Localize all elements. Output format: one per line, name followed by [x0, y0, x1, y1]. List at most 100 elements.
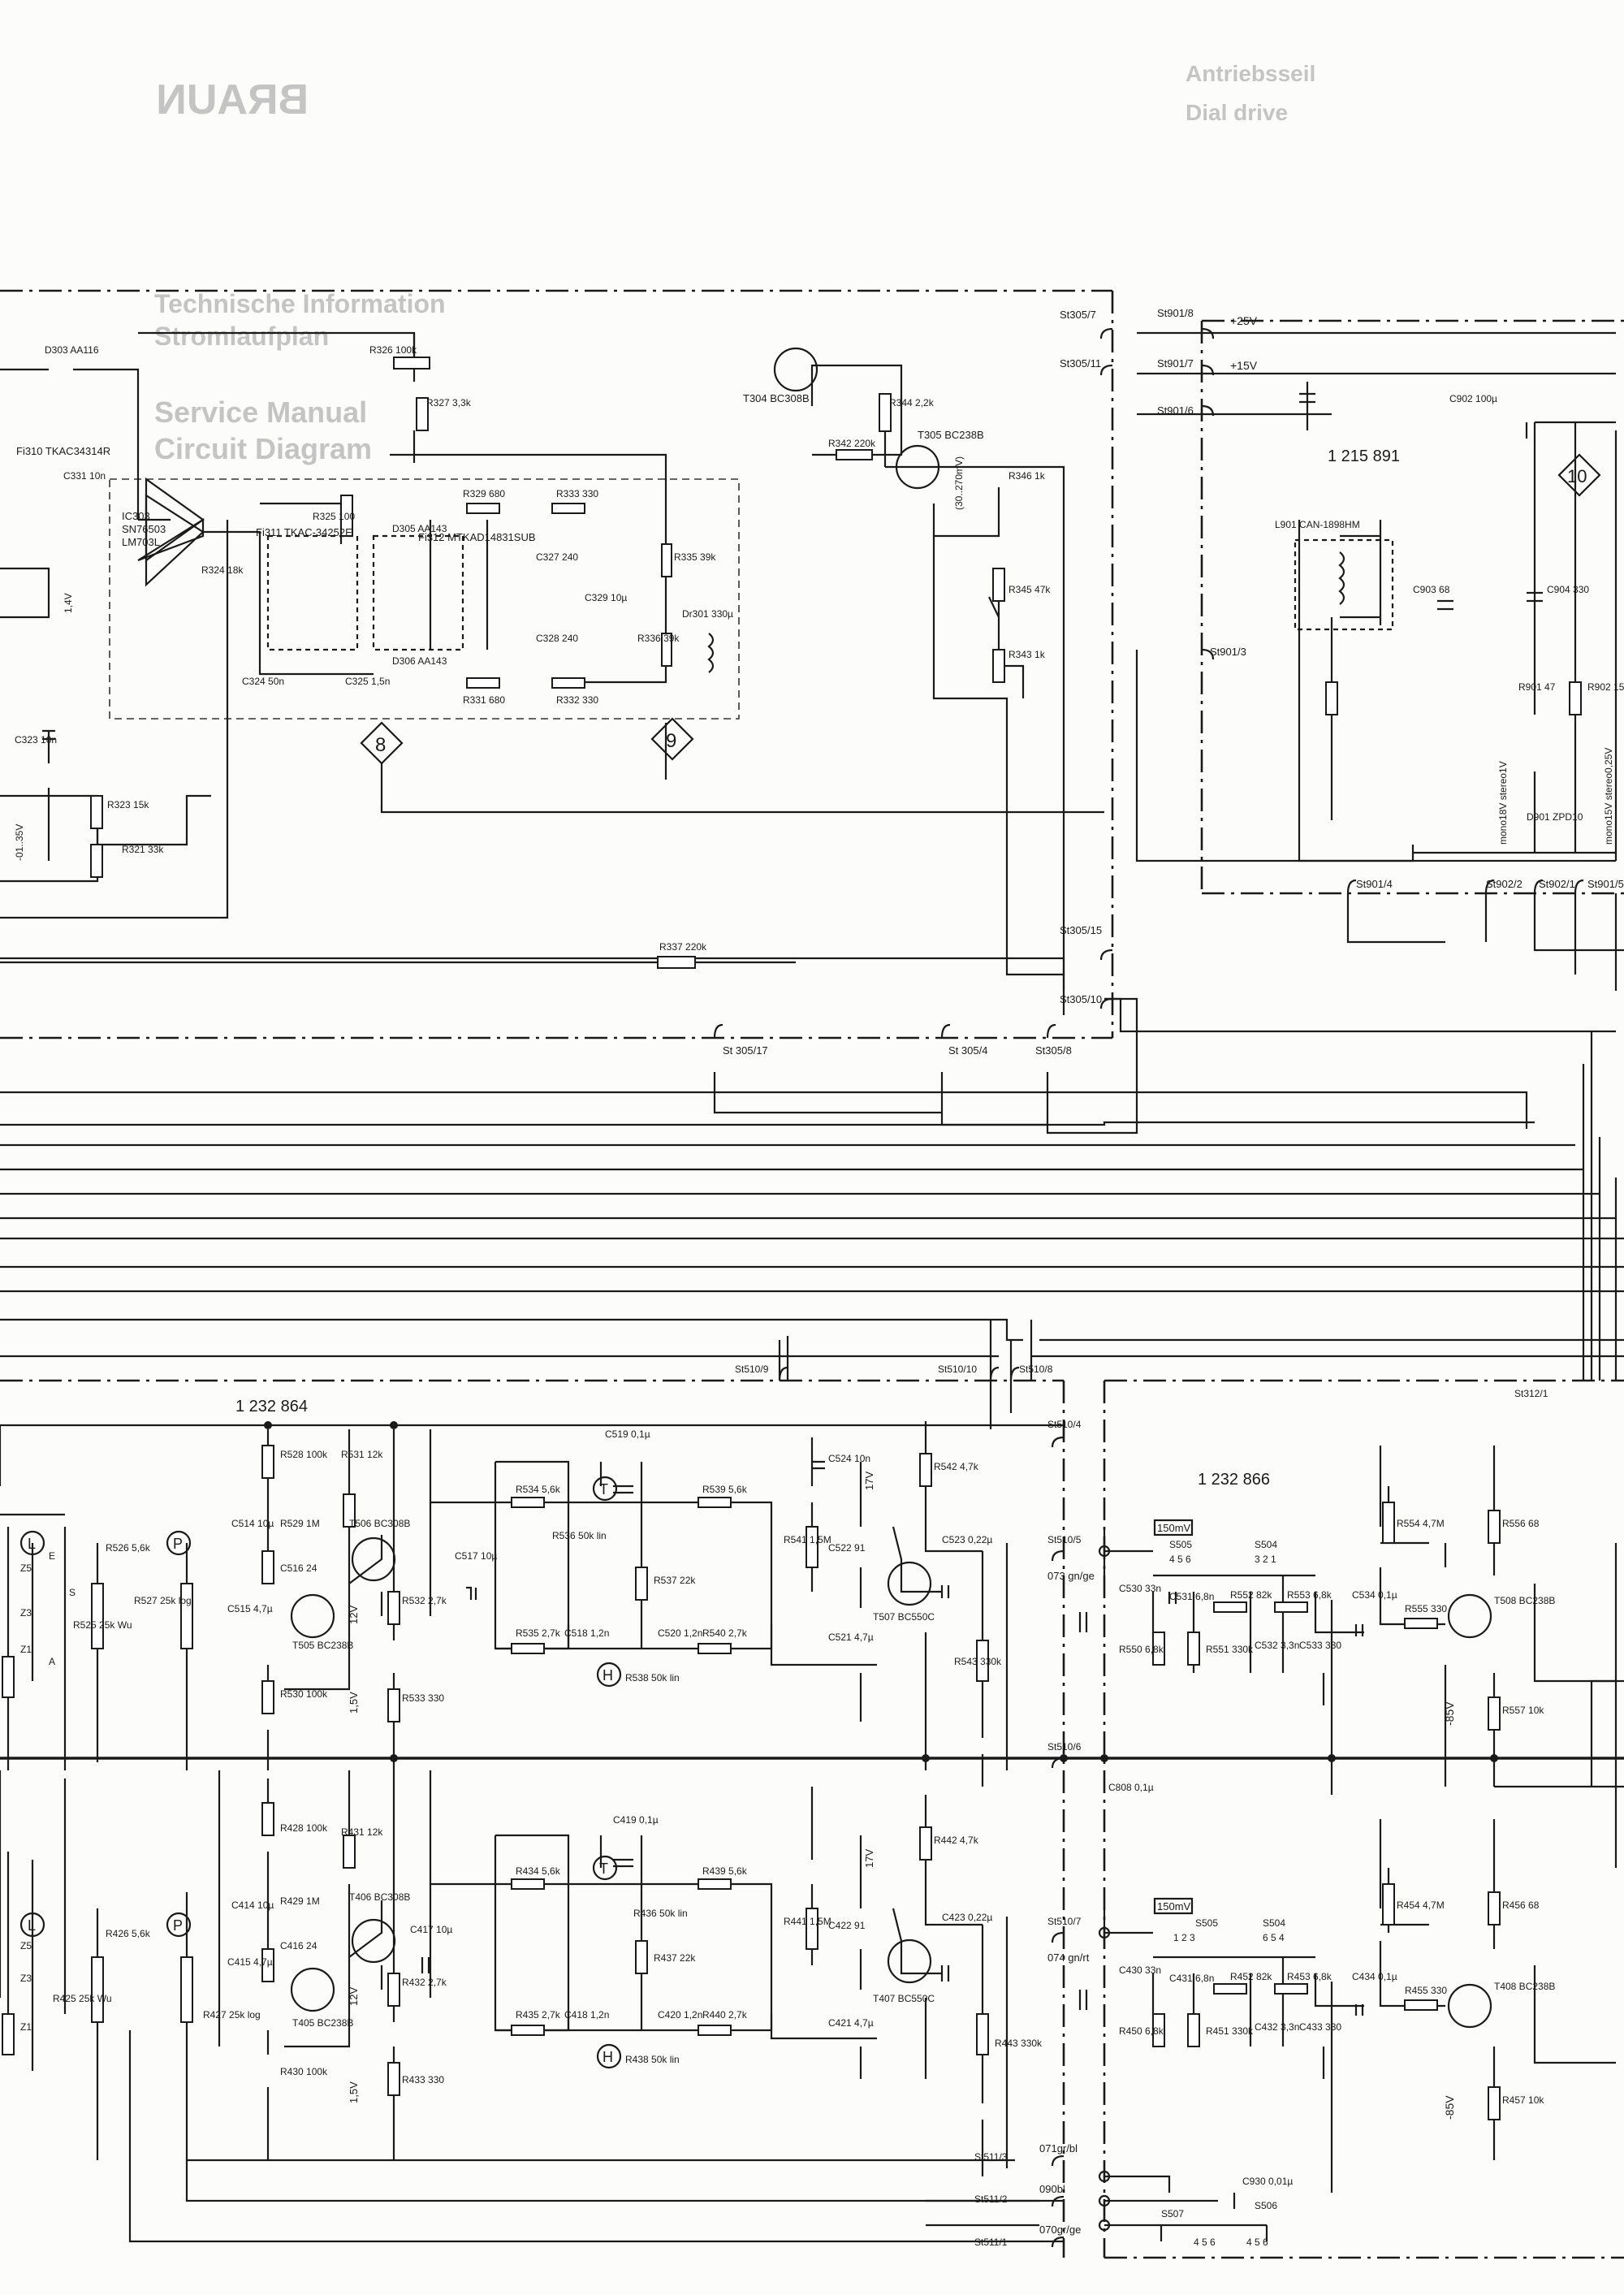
svg-text:C323 10n: C323 10n — [15, 734, 57, 746]
conn-st901-4: St901/4 — [1356, 878, 1393, 890]
ic-label-3: LM703L — [122, 536, 160, 548]
tuner-mono-stereo-2: mono15V stereo0,25V — [1603, 748, 1614, 845]
svg-text:T405 BC238B: T405 BC238B — [292, 2017, 353, 2029]
svg-text:St312/1: St312/1 — [1514, 1388, 1548, 1399]
board-number-tuner: 1 215 891 — [1328, 447, 1400, 465]
transistor-t406 — [351, 1918, 396, 1964]
marker-9: 9 — [666, 730, 676, 752]
svg-text:S504: S504 — [1263, 1917, 1285, 1929]
board-number-output: 1 232 866 — [1198, 1471, 1270, 1489]
svg-text:R527 25k log: R527 25k log — [134, 1595, 192, 1606]
svg-text:R327 3,3k: R327 3,3k — [426, 397, 472, 408]
svg-text:R539 5,6k: R539 5,6k — [702, 1484, 748, 1495]
svg-text:071gr/bl: 071gr/bl — [1039, 2142, 1078, 2155]
svg-text:1 2 3: 1 2 3 — [1173, 1932, 1195, 1943]
svg-text:C327 240: C327 240 — [536, 551, 578, 563]
board-boundaries — [0, 289, 1624, 2259]
svg-text:St510/7: St510/7 — [1047, 1916, 1082, 1927]
svg-text:R345 47k: R345 47k — [1009, 584, 1051, 595]
svg-text:C531 6,8n: C531 6,8n — [1169, 1591, 1214, 1602]
transistor-t506 — [351, 1536, 396, 1582]
svg-text:R455 330: R455 330 — [1405, 1985, 1447, 1996]
svg-text:R427 25k log: R427 25k log — [203, 2009, 261, 2021]
svg-text:R323 15k: R323 15k — [107, 799, 149, 810]
transistor-t505 — [290, 1593, 335, 1639]
ic-label-2: SN76503 — [122, 523, 166, 535]
transistor-t408 — [1447, 1983, 1492, 2029]
transistor-t304 — [773, 347, 818, 392]
svg-text:P: P — [173, 1917, 183, 1934]
svg-text:R550 6,8k: R550 6,8k — [1119, 1644, 1164, 1655]
svg-text:St510/4: St510/4 — [1047, 1419, 1082, 1430]
svg-text:T507 BC550C: T507 BC550C — [873, 1611, 935, 1623]
svg-text:R436 50k lin: R436 50k lin — [633, 1908, 688, 1919]
capacitors — [42, 392, 1543, 2016]
tone-ch1-labels: R525 25k Wu R527 25k log R536 50k lin R5… — [20, 1428, 1002, 1704]
conn-st305-4: St 305/4 — [948, 1044, 987, 1057]
svg-text:C533 330: C533 330 — [1299, 1640, 1341, 1651]
svg-text:R531 12k: R531 12k — [341, 1449, 383, 1460]
svg-text:R344 2,2k: R344 2,2k — [889, 397, 935, 408]
transistors — [290, 347, 1492, 2029]
conn-st305-8: St305/8 — [1035, 1044, 1072, 1057]
if-component-labels: D303 AA116 R326 100k R327 3,3k C331 10n … — [15, 344, 733, 953]
svg-text:C415 4,7µ: C415 4,7µ — [227, 1956, 273, 1968]
svg-text:R426 5,6k: R426 5,6k — [106, 1928, 151, 1939]
svg-text:A: A — [49, 1656, 55, 1667]
svg-text:C530 33n: C530 33n — [1119, 1583, 1161, 1594]
svg-text:R554 4,7M: R554 4,7M — [1397, 1518, 1445, 1529]
svg-text:E: E — [49, 1550, 55, 1562]
if-voltage-2: -01..35V — [14, 824, 25, 861]
transistor-t508 — [1447, 1593, 1492, 1639]
svg-text:C534 0,1µ: C534 0,1µ — [1352, 1589, 1397, 1601]
svg-text:St511/2: St511/2 — [974, 2193, 1008, 2205]
svg-text:Z1: Z1 — [20, 2021, 32, 2033]
svg-text:R428 100k: R428 100k — [280, 1822, 328, 1834]
rail-plus25: +25V — [1230, 314, 1258, 327]
svg-text:C902 100µ: C902 100µ — [1449, 393, 1497, 404]
mirrored-title-2: Dial drive — [1186, 100, 1288, 125]
ghost-line-3: Service Manual — [154, 395, 367, 429]
svg-text:C904 330: C904 330 — [1547, 584, 1589, 595]
svg-text:C324 50n: C324 50n — [242, 676, 284, 687]
svg-text:R452 82k: R452 82k — [1230, 1971, 1272, 1982]
svg-text:R321 33k: R321 33k — [122, 844, 164, 855]
svg-text:C520 1,2n: C520 1,2n — [658, 1627, 702, 1639]
transistor-t405 — [290, 1967, 335, 2012]
svg-text:L: L — [28, 1917, 36, 1934]
svg-text:6 5 4: 6 5 4 — [1263, 1932, 1285, 1943]
tone-voltage-12v: 12V — [348, 1606, 360, 1624]
svg-text:P: P — [173, 1536, 183, 1552]
conn-st305-10: St305/10 — [1060, 993, 1102, 1005]
svg-text:R555 330: R555 330 — [1405, 1603, 1447, 1614]
svg-text:C432 3,3n: C432 3,3n — [1255, 2021, 1299, 2033]
svg-text:R332 330: R332 330 — [556, 694, 598, 706]
transistor-t507 — [887, 1561, 932, 1606]
svg-text:R433 330: R433 330 — [402, 2074, 444, 2085]
svg-text:R902 150k: R902 150k — [1587, 681, 1624, 693]
svg-text:C524 10n: C524 10n — [828, 1453, 870, 1464]
svg-text:R430 100k: R430 100k — [280, 2066, 328, 2077]
svg-text:C414 10µ: C414 10µ — [231, 1900, 274, 1911]
conn-st902-1: St902/1 — [1539, 878, 1575, 890]
svg-text:4 5 6: 4 5 6 — [1246, 2237, 1268, 2248]
svg-text:R342 220k: R342 220k — [828, 438, 876, 449]
tone-ch2-voltage-12v: 12V — [348, 1987, 360, 2006]
svg-text:R537 22k: R537 22k — [654, 1575, 696, 1586]
svg-text:R432 2,7k: R432 2,7k — [402, 1977, 447, 1988]
svg-text:C514 10µ: C514 10µ — [231, 1518, 274, 1529]
ic303-amplifier — [145, 477, 205, 563]
svg-text:Z3: Z3 — [20, 1973, 32, 1984]
svg-text:R326 100k: R326 100k — [369, 344, 417, 356]
svg-text:C423 0,22µ: C423 0,22µ — [942, 1912, 992, 1923]
svg-text:H: H — [603, 2049, 613, 2065]
svg-text:R530 100k: R530 100k — [280, 1688, 328, 1700]
svg-text:C515 4,7µ: C515 4,7µ — [227, 1603, 273, 1614]
svg-text:R535 2,7k: R535 2,7k — [516, 1627, 561, 1639]
filter-fi311: Fi311 TKAC-34252E — [256, 526, 352, 538]
lower-connector-labels: St510/9 St510/10 St510/8 St510/4 St510/5… — [735, 1364, 1548, 2248]
svg-text:R557 10k: R557 10k — [1502, 1705, 1544, 1716]
svg-text:C419 0,1µ: C419 0,1µ — [613, 1814, 659, 1826]
tuner-mono-stereo-1: mono18V stereo1V — [1497, 761, 1509, 845]
svg-text:D303 AA116: D303 AA116 — [45, 344, 99, 356]
